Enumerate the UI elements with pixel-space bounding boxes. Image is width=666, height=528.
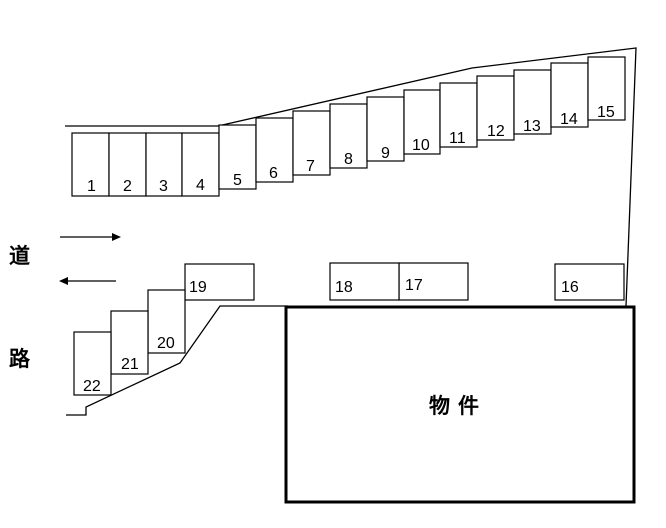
parking-space[interactable]: 2 [108, 132, 147, 197]
road-label-char-1: 道 [9, 244, 30, 268]
space-number: 5 [233, 172, 242, 189]
space-number: 3 [159, 178, 168, 195]
space-number: 18 [335, 279, 353, 296]
parking-space[interactable]: 16 [554, 263, 625, 301]
space-number: 7 [306, 158, 315, 175]
southwest-boundary-line [66, 305, 288, 416]
space-number: 15 [597, 104, 615, 121]
parking-space[interactable]: 1 [71, 132, 110, 197]
space-number: 21 [121, 356, 139, 373]
parking-space[interactable]: 13 [513, 69, 552, 135]
space-number: 6 [269, 165, 278, 182]
parking-space[interactable]: 9 [366, 96, 405, 162]
space-number: 11 [449, 130, 466, 147]
parking-space[interactable]: 8 [329, 103, 368, 169]
road-label-char-2: 路 [9, 347, 31, 371]
parking-space[interactable]: 5 [218, 124, 257, 190]
parking-space[interactable]: 22 [73, 331, 112, 396]
parking-space[interactable]: 7 [292, 110, 331, 176]
space-number: 10 [412, 137, 430, 154]
space-number: 12 [487, 123, 505, 140]
parking-space[interactable]: 4 [181, 132, 220, 197]
space-number: 1 [87, 178, 96, 195]
parking-space[interactable]: 17 [398, 262, 469, 301]
parking-space[interactable]: 11 [439, 82, 478, 148]
space-number: 14 [560, 111, 578, 128]
parking-space[interactable]: 15 [587, 56, 626, 121]
parking-space[interactable]: 12 [476, 75, 515, 141]
parking-space[interactable]: 6 [255, 117, 294, 183]
parking-space[interactable]: 20 [147, 289, 186, 354]
space-number: 9 [381, 145, 390, 162]
parking-space[interactable]: 19 [184, 263, 255, 301]
building: 物件 [284, 305, 636, 504]
north-boundary-line [65, 47, 637, 307]
parking-space[interactable]: 10 [403, 89, 441, 155]
space-number: 4 [196, 177, 205, 194]
parking-space[interactable]: 21 [110, 310, 149, 375]
parking-spaces: 1 2 3 4 5 6 7 8 [71, 56, 626, 396]
parking-space[interactable]: 18 [329, 262, 400, 301]
traffic-arrows [59, 233, 121, 285]
lot-boundary [65, 47, 637, 416]
arrow-left-icon [59, 277, 116, 285]
space-number: 2 [123, 178, 132, 195]
arrow-right-icon [60, 233, 121, 241]
space-number: 13 [523, 118, 541, 135]
building-label: 物件 [429, 394, 487, 418]
space-number: 8 [344, 151, 353, 168]
space-number: 20 [157, 335, 175, 352]
space-number: 16 [561, 279, 579, 296]
parking-space[interactable]: 3 [145, 132, 183, 197]
space-number: 22 [83, 378, 101, 395]
space-number: 17 [405, 277, 423, 294]
parking-space[interactable]: 14 [550, 62, 589, 128]
space-number: 19 [189, 279, 207, 296]
building-outline [284, 305, 636, 504]
